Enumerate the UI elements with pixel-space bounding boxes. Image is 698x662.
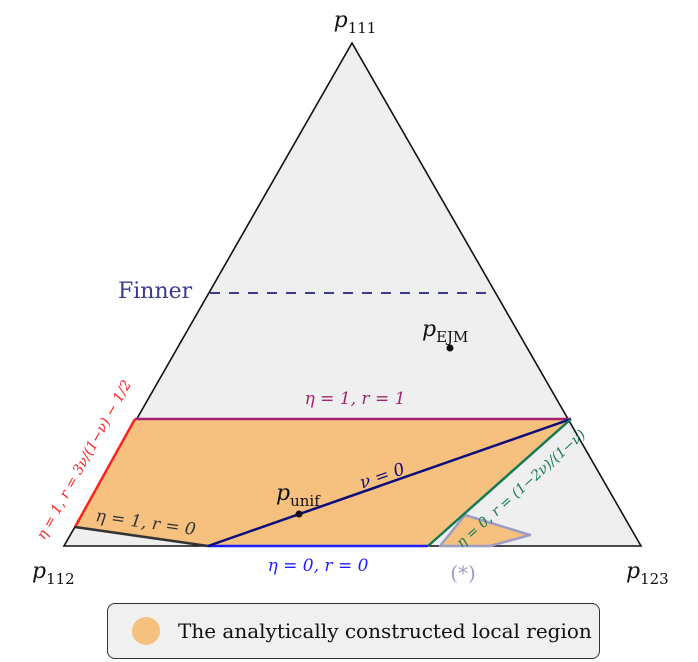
legend-swatch	[132, 617, 160, 645]
legend-text: The analytically constructed local regio…	[178, 619, 592, 643]
finner-label: Finner	[118, 279, 193, 304]
star-region	[438, 513, 532, 548]
vertex-left-label: p112	[32, 559, 75, 588]
nu-zero-line	[207, 417, 572, 548]
bottom-boundary-label: η = 0, r = 0	[268, 556, 369, 576]
ejm-point	[446, 344, 454, 352]
local-region	[75, 419, 571, 546]
green-boundary-line	[427, 418, 572, 547]
vertex-top-label: p111	[334, 8, 377, 37]
top-boundary-label: η = 1, r = 1	[305, 389, 406, 409]
legend: The analytically constructed local regio…	[107, 603, 600, 659]
vertex-right-label: p123	[626, 559, 669, 588]
unif-point	[295, 510, 303, 518]
star-label: (*)	[450, 561, 476, 585]
left-red-boundary-line	[73, 418, 137, 528]
left-black-boundary-line	[74, 525, 209, 548]
